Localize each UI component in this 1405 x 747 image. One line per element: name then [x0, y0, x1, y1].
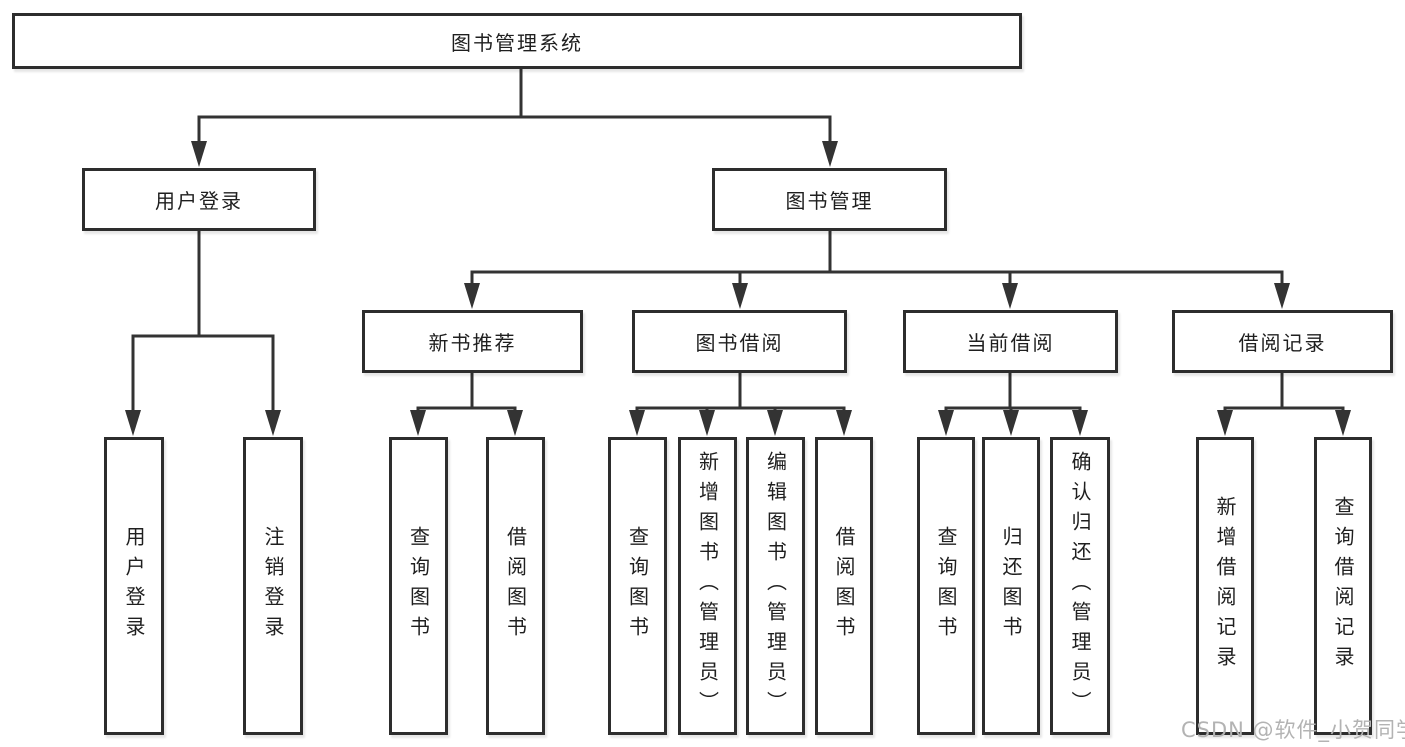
leaf-borrow-books-label: 借阅图书 [503, 526, 528, 646]
leaf-query-books: 查询图书 [608, 437, 667, 735]
leaf-logout-label: 注销登录 [261, 526, 285, 646]
leaf-confirm-return-admin: 确认归还（管理员） [1050, 437, 1110, 735]
leaf-return-books: 归还图书 [982, 437, 1040, 735]
node-current-borrowing: 当前借阅 [903, 310, 1118, 373]
node-new-book-recommendation: 新书推荐 [362, 310, 583, 373]
leaf-borrow-books: 借阅图书 [486, 437, 545, 735]
node-user-login: 用户登录 [82, 168, 316, 231]
leaf-query-books: 查询图书 [389, 437, 448, 735]
leaf-query-books-label: 查询图书 [625, 526, 650, 646]
leaf-return-books-label: 归还图书 [999, 526, 1023, 646]
node-book-management: 图书管理 [712, 168, 947, 231]
leaf-edit-book-admin: 编辑图书（管理员） [746, 437, 805, 735]
leaf-confirm-return-admin-label: 确认归还（管理员） [1068, 451, 1092, 721]
leaf-add-book-admin: 新增图书（管理员） [678, 437, 737, 735]
node-borrowing-records: 借阅记录 [1172, 310, 1393, 373]
leaf-query-borrow-record-label: 查询借阅记录 [1331, 496, 1355, 676]
arrowheads [125, 141, 1351, 436]
leaf-borrow-books: 借阅图书 [815, 437, 873, 735]
leaf-edit-book-admin-label: 编辑图书（管理员） [763, 451, 788, 721]
leaf-borrow-books-label: 借阅图书 [832, 526, 856, 646]
leaf-logout: 注销登录 [243, 437, 303, 735]
leaf-add-borrow-record: 新增借阅记录 [1196, 437, 1254, 735]
leaf-user-login-label: 用户登录 [122, 526, 146, 646]
leaf-add-borrow-record-label: 新增借阅记录 [1213, 496, 1237, 676]
node-library-management-system: 图书管理系统 [12, 13, 1022, 69]
leaf-query-books-label: 查询图书 [406, 526, 431, 646]
node-book-borrowing: 图书借阅 [632, 310, 847, 373]
leaf-add-book-admin-label: 新增图书（管理员） [695, 451, 720, 721]
leaf-query-borrow-record: 查询借阅记录 [1314, 437, 1372, 735]
leaf-query-books: 查询图书 [917, 437, 975, 735]
watermark-text: CSDN @软件_小贺同学 [1181, 718, 1405, 742]
leaf-query-books-label: 查询图书 [934, 526, 958, 646]
leaf-user-login: 用户登录 [104, 437, 164, 735]
